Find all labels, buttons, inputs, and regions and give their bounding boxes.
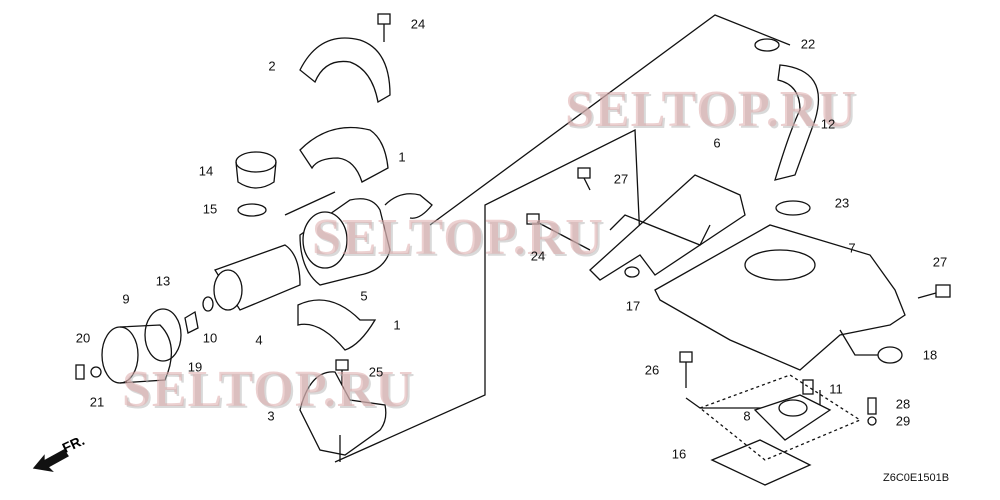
callout-20: 20 [75, 330, 91, 346]
cap-14 [235, 151, 277, 173]
callout-12: 12 [820, 116, 836, 132]
bolt-27-right [917, 284, 951, 299]
callout-22: 22 [800, 36, 816, 52]
gasket-16 [710, 439, 812, 486]
callout-15: 15 [202, 201, 218, 217]
callout-23: 23 [834, 195, 850, 211]
callout-5: 5 [360, 288, 368, 304]
callout-29: 29 [895, 413, 911, 429]
callout-27: 27 [932, 254, 948, 270]
watermark: SELTOP.RU [312, 209, 604, 266]
callout-2: 2 [268, 58, 276, 74]
grommet-17 [624, 266, 640, 278]
pin-28 [867, 397, 877, 415]
bolt-24-top [377, 13, 391, 42]
callout-24: 24 [410, 16, 426, 32]
callout-25: 25 [368, 364, 384, 380]
callout-18: 18 [922, 347, 938, 363]
clamp-23 [775, 200, 811, 216]
elbow-8 [753, 394, 832, 441]
callout-17: 17 [625, 298, 641, 314]
callout-24: 24 [530, 248, 546, 264]
callout-3: 3 [267, 408, 275, 424]
pin-11 [802, 379, 814, 395]
callout-26: 26 [644, 362, 660, 378]
clamp-22 [754, 38, 780, 52]
callout-1: 1 [393, 317, 401, 333]
washer-10 [202, 296, 214, 312]
watermark: SELTOP.RU [122, 361, 414, 418]
callout-28: 28 [895, 396, 911, 412]
diagram-code: Z6C0E1501B [883, 472, 950, 484]
bolt-24-mid [526, 213, 591, 251]
gasket-13 [144, 308, 182, 362]
wing-nut-19 [184, 310, 199, 334]
callout-16: 16 [671, 446, 687, 462]
pad-1-top [299, 126, 389, 183]
callout-11: 11 [829, 381, 843, 397]
clip-20 [75, 364, 85, 380]
bracket-3 [299, 371, 387, 456]
callout-14: 14 [198, 163, 214, 179]
callout-9: 9 [122, 291, 130, 307]
callout-7: 7 [848, 240, 856, 256]
clamp-15 [237, 203, 267, 217]
callout-13: 13 [155, 273, 171, 289]
clip-29 [867, 416, 877, 426]
hose-12 [774, 64, 820, 181]
callout-4: 4 [255, 332, 263, 348]
callout-8: 8 [743, 408, 751, 424]
callout-1: 1 [398, 149, 406, 165]
callout-6: 6 [713, 135, 721, 151]
watermark: SELTOP.RU [565, 81, 857, 138]
callout-19: 19 [187, 359, 203, 375]
callout-27: 27 [613, 171, 629, 187]
bracket-2 [299, 37, 391, 104]
bolt-26 [679, 351, 693, 388]
bolt-27-upper [577, 167, 591, 191]
callout-10: 10 [202, 330, 218, 346]
grommet-18 [877, 346, 903, 364]
pad-1-lower [297, 299, 377, 351]
callout-21: 21 [89, 394, 105, 410]
front-arrow-icon [32, 449, 69, 472]
nut-21 [90, 366, 102, 378]
assembly-leader [334, 128, 641, 463]
